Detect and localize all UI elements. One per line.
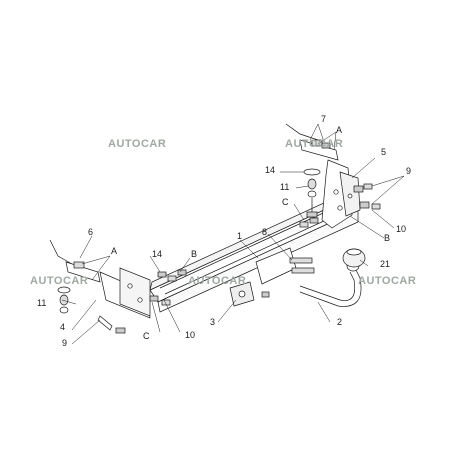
callout-21: 21 xyxy=(380,259,391,269)
callout-3: 3 xyxy=(210,317,216,327)
callout-10-left: 10 xyxy=(185,330,196,340)
callout-8: 8 xyxy=(262,227,268,237)
watermark-mid-left: AUTOCAR xyxy=(30,275,89,287)
leader-lines xyxy=(61,123,405,345)
callout-c-left: C xyxy=(143,331,150,341)
right-side-bracket xyxy=(321,159,361,229)
left-side-bracket xyxy=(99,267,151,319)
callout-9-right: 9 xyxy=(406,166,412,176)
callout-10-right: 10 xyxy=(396,224,407,234)
right-upper-mount xyxy=(285,123,339,161)
callout-5: 5 xyxy=(381,147,387,157)
callout-2: 2 xyxy=(337,317,343,327)
callout-c-right: C xyxy=(282,197,289,207)
callout-b-left: B xyxy=(191,249,198,259)
callout-7: 7 xyxy=(321,114,327,124)
bolt-pair xyxy=(289,257,315,274)
right-c-bolts xyxy=(299,217,319,228)
callout-9-left: 9 xyxy=(62,338,68,348)
callout-11-left: 11 xyxy=(37,298,47,308)
left-c-bolts xyxy=(149,295,171,306)
callout-a-left: A xyxy=(111,246,118,256)
callout-6: 6 xyxy=(88,227,94,237)
callout-a-right: A xyxy=(336,125,343,135)
watermark-top-center: AUTOCAR xyxy=(108,138,167,150)
callout-b-right: B xyxy=(384,233,391,243)
left-long-bolt xyxy=(97,315,126,334)
callout-14-right: 14 xyxy=(265,165,276,175)
tow-ball xyxy=(342,248,366,268)
left-b-bolts xyxy=(157,269,187,282)
callout-1: 1 xyxy=(237,231,243,241)
right-side-bolts xyxy=(353,183,381,210)
watermark-mid-center: AUTOCAR xyxy=(188,275,247,287)
left-upper-mount xyxy=(49,239,101,283)
callout-14-left: 14 xyxy=(152,249,163,259)
callout-11-right: 11 xyxy=(280,182,290,192)
watermark-top-right: AUTOCAR xyxy=(285,138,344,150)
left-bolt-stack xyxy=(57,286,71,314)
callout-4: 4 xyxy=(60,322,66,332)
watermark-mid-right: AUTOCAR xyxy=(358,275,417,287)
